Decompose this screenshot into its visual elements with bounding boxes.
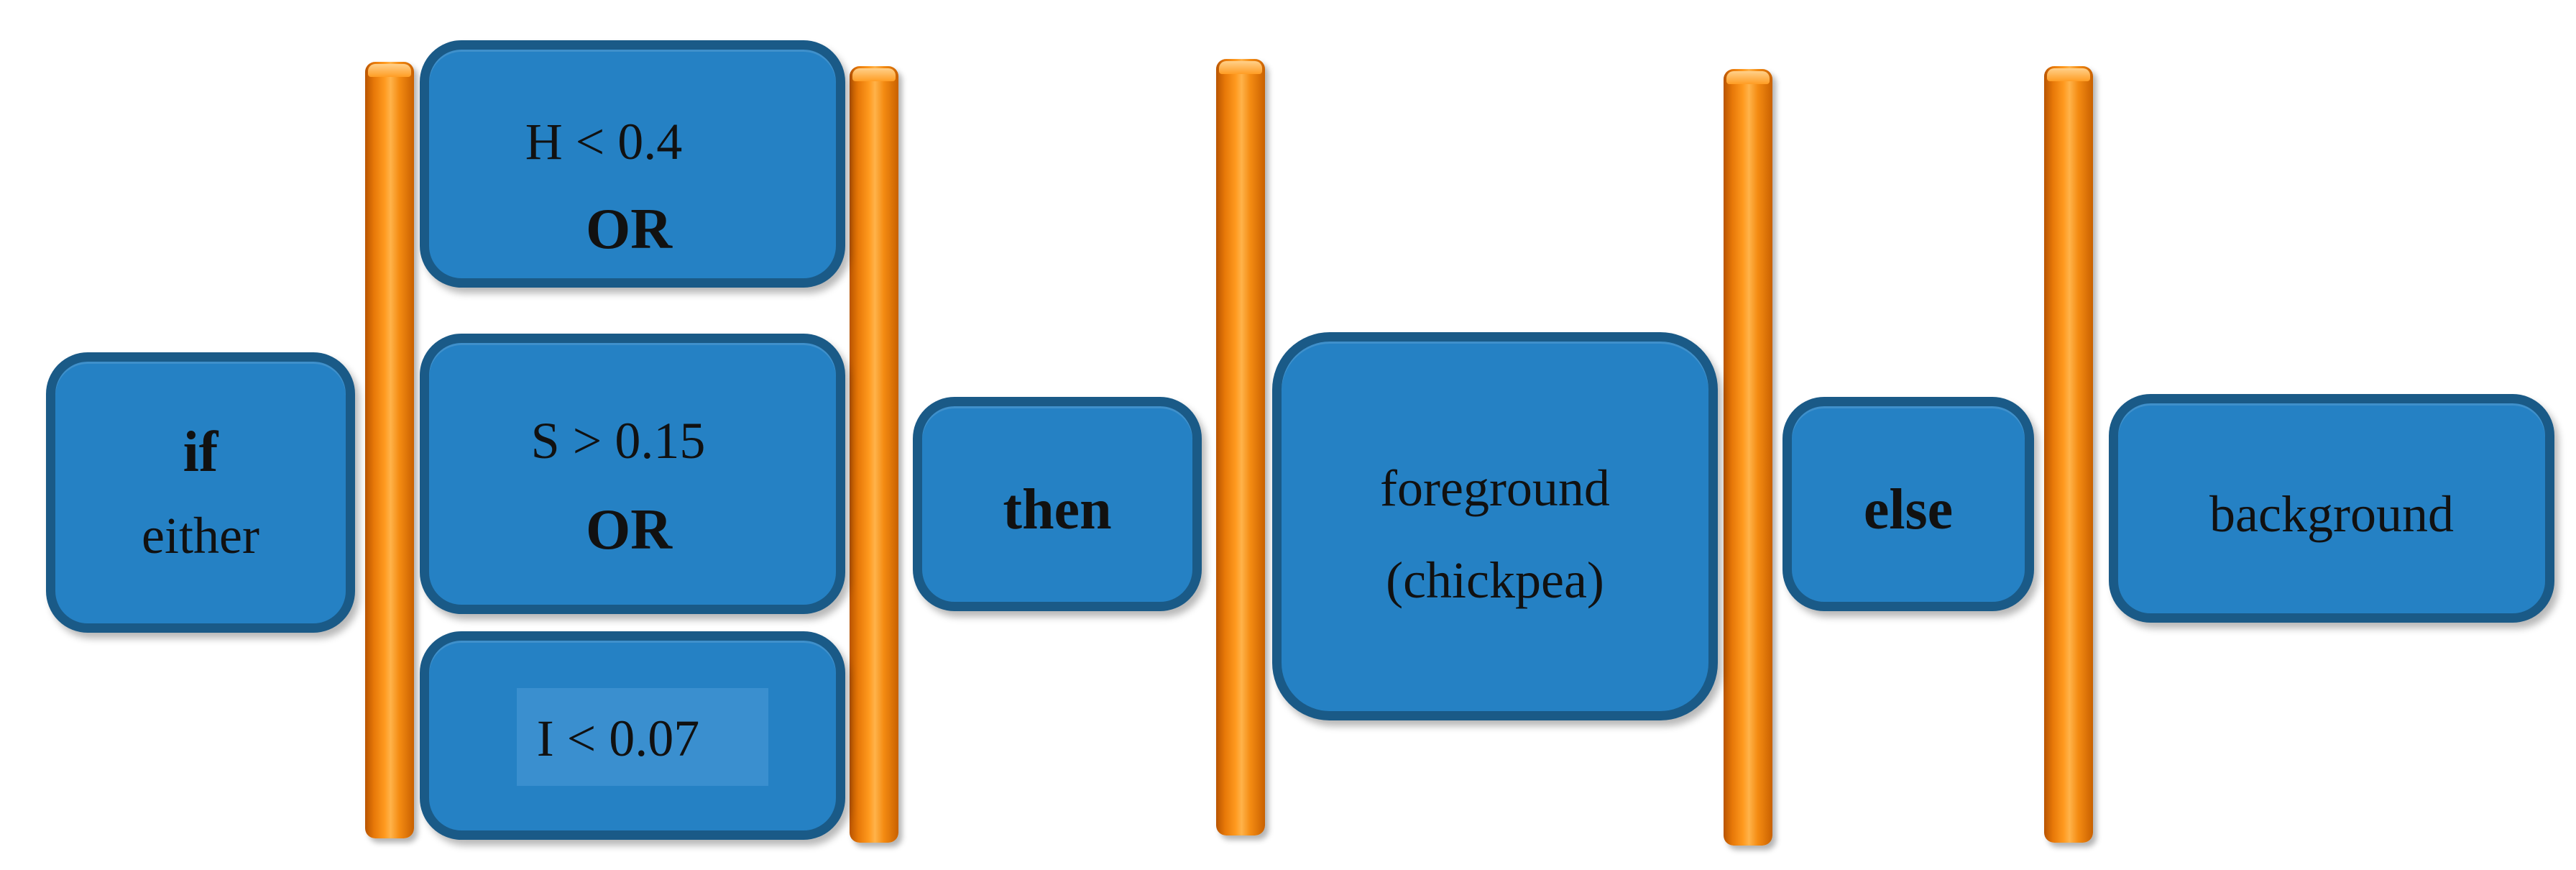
- chickpea-label: (chickpea): [1386, 551, 1604, 609]
- separator-bar-5: [2044, 66, 2093, 843]
- else-box: else: [1782, 397, 2034, 611]
- separator-bar-3: [1216, 59, 1265, 835]
- condition-h-or: OR: [586, 198, 672, 261]
- then-box: then: [913, 397, 1202, 611]
- background-box: background: [2109, 394, 2554, 623]
- separator-bar-1: [365, 62, 414, 838]
- condition-i-box: I < 0.07: [420, 631, 845, 840]
- separator-bar-2: [850, 66, 898, 843]
- if-box: if either: [46, 352, 355, 633]
- condition-s-box: S > 0.15 OR: [420, 334, 845, 614]
- either-label: either: [142, 507, 259, 564]
- condition-i-highlight: [517, 688, 768, 786]
- separator-bar-4: [1724, 69, 1772, 846]
- condition-i-expr: I < 0.07: [536, 710, 700, 767]
- else-keyword: else: [1863, 478, 1954, 541]
- condition-s-expr: S > 0.15: [530, 412, 706, 470]
- condition-h-expr: H < 0.4: [525, 113, 683, 170]
- condition-h-box: H < 0.4 OR: [420, 40, 845, 288]
- if-keyword: if: [183, 421, 218, 484]
- foreground-label: foreground: [1380, 459, 1610, 517]
- foreground-box: foreground (chickpea): [1272, 332, 1718, 720]
- condition-s-or: OR: [586, 498, 672, 562]
- then-keyword: then: [1003, 478, 1112, 541]
- background-label: background: [2209, 485, 2454, 543]
